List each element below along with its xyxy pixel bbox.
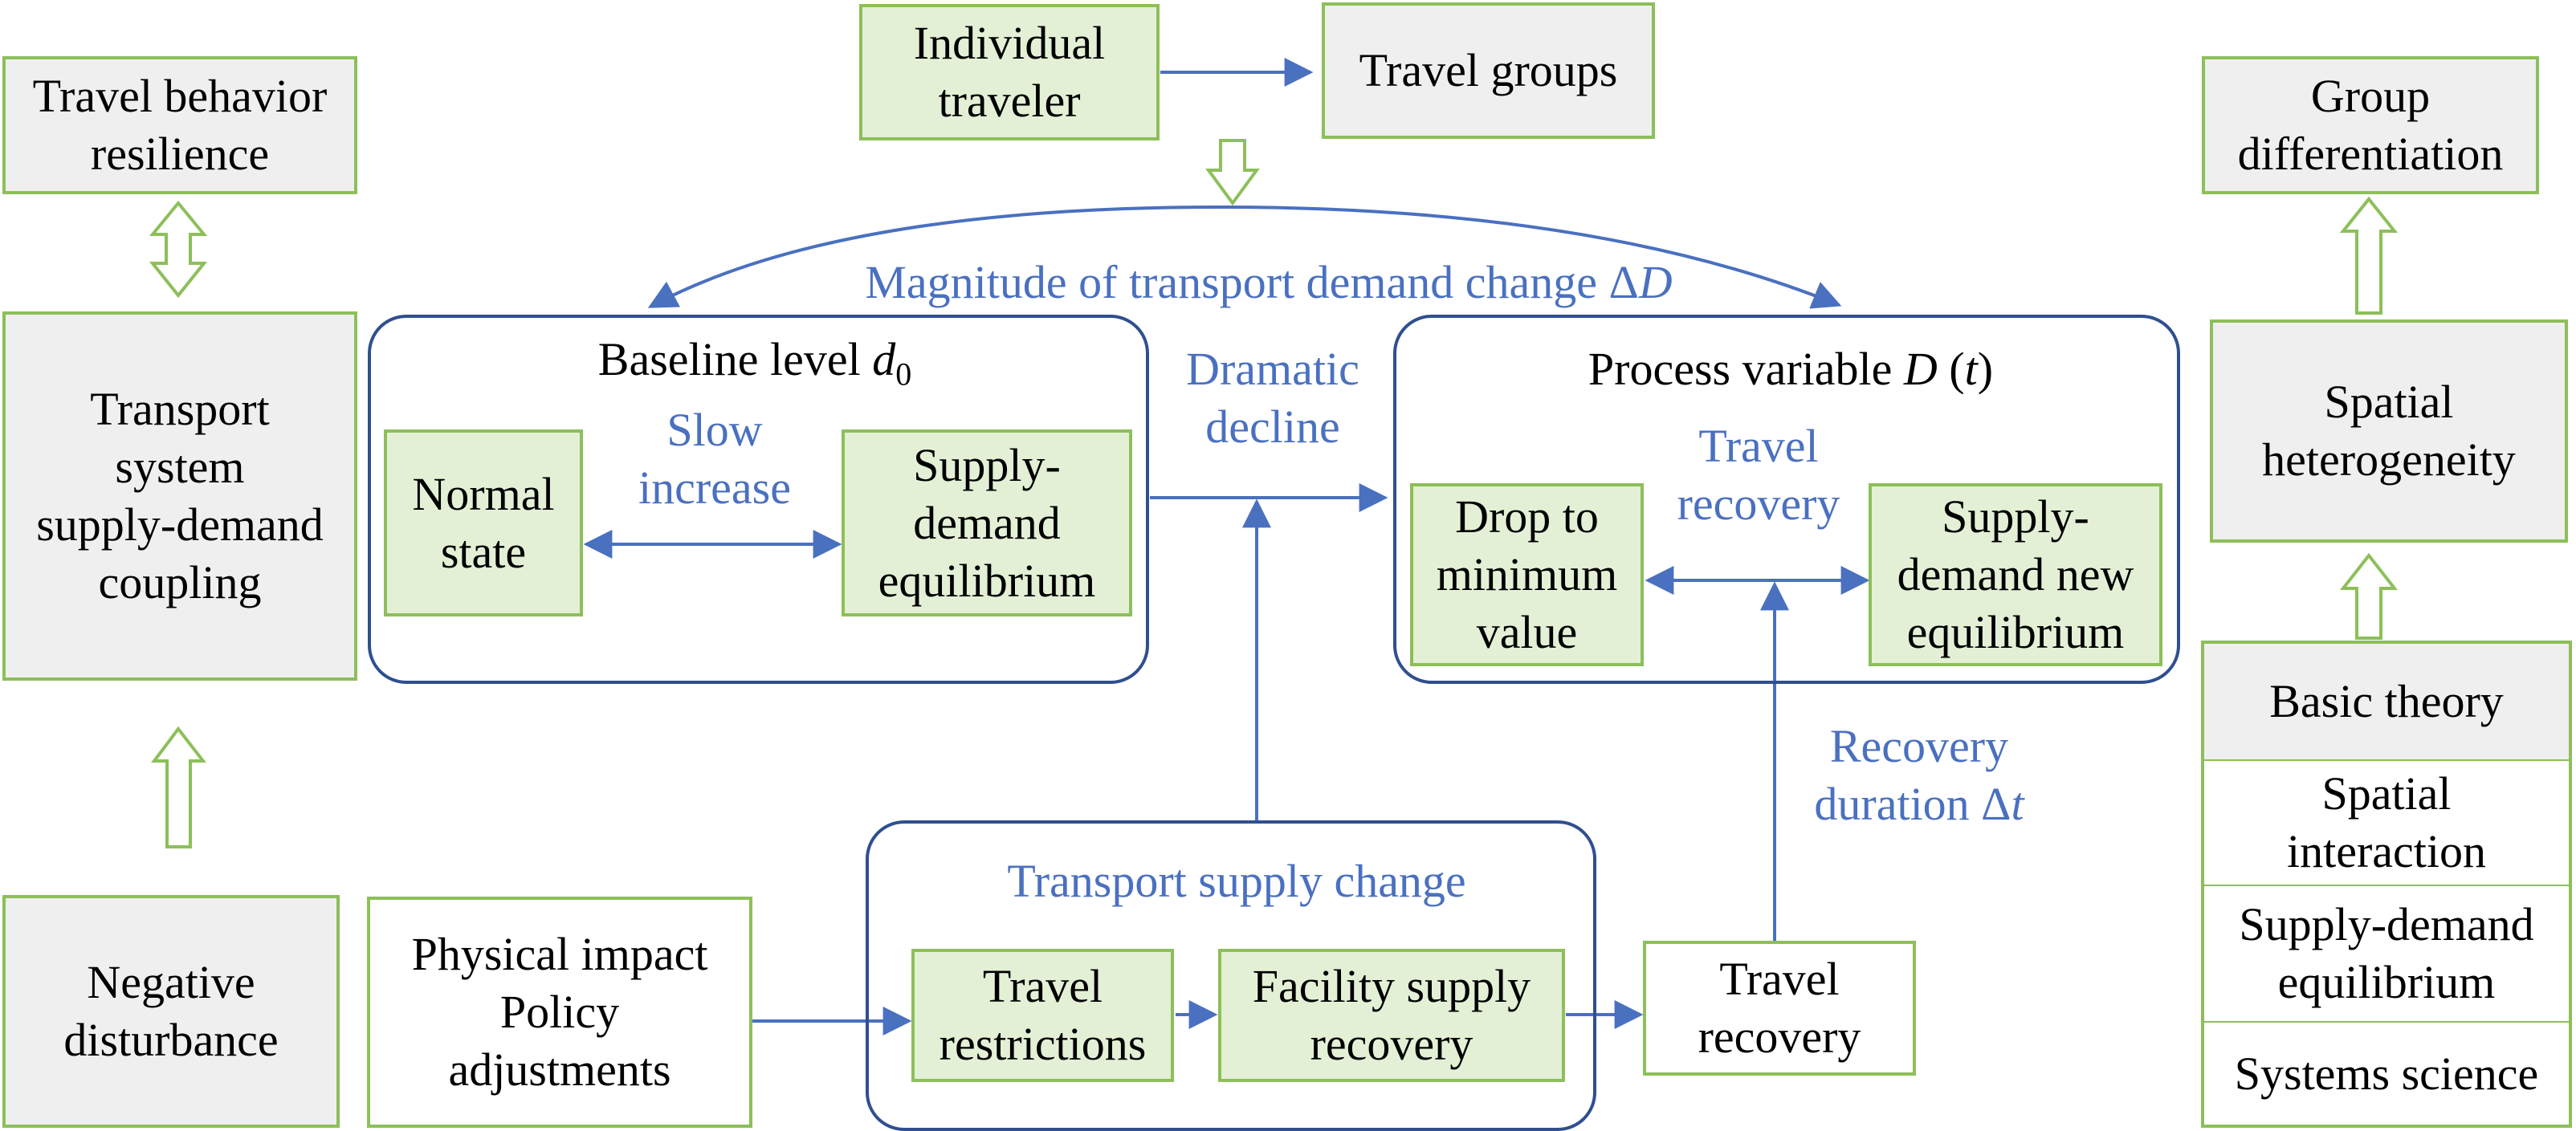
- normal-state-text: Normal state: [412, 467, 555, 578]
- hollow-arrow-up-left: [151, 726, 207, 848]
- basic-theory-text: Basic theory: [2269, 675, 2504, 727]
- theory-supply-demand-text: Supply-demand equilibrium: [2239, 898, 2534, 1008]
- transport-system-coupling-text: Transport system supply-demand coupling: [36, 383, 324, 608]
- magnitude-label-var: D: [1638, 256, 1673, 308]
- travel-restrictions-box: Travel restrictions: [911, 949, 1174, 1082]
- travel-recovery-box: Travel recovery: [1643, 941, 1916, 1076]
- process-title-text: Process variable: [1588, 343, 1904, 395]
- transport-supply-change-label: Transport supply change: [931, 852, 1542, 910]
- travel-groups-text: Travel groups: [1359, 44, 1618, 96]
- travel-recovery-arrow-text: Travel recovery: [1677, 420, 1840, 530]
- spatial-interaction-box: Spatial interaction: [2201, 761, 2572, 888]
- facility-supply-recovery-box: Facility supply recovery: [1218, 949, 1565, 1082]
- basic-theory-box: Basic theory: [2201, 641, 2572, 763]
- magnitude-label: Magnitude of transport demand change ΔD: [727, 254, 1811, 311]
- supply-demand-equilibrium-text: Supply- demand equilibrium: [878, 438, 1096, 607]
- process-title-var: D: [1903, 343, 1938, 395]
- supply-demand-equilibrium-box: Supply- demand equilibrium: [842, 429, 1132, 616]
- hollow-arrow-double: [149, 200, 208, 299]
- transport-system-coupling-box: Transport system supply-demand coupling: [2, 311, 357, 681]
- process-title: Process variable D (t): [1494, 340, 2088, 398]
- hollow-arrow-down: [1205, 139, 1260, 206]
- baseline-title-var: d: [872, 333, 896, 385]
- process-title-close: ): [1977, 343, 1994, 395]
- travel-behavior-resilience-box: Travel behavior resilience: [2, 56, 357, 194]
- travel-groups-box: Travel groups: [1322, 2, 1655, 139]
- recovery-duration-label: Recovery duration Δt: [1787, 718, 2052, 833]
- individual-traveler-text: Individual traveler: [913, 17, 1106, 127]
- baseline-title-sub: 0: [895, 356, 912, 393]
- drop-to-minimum-text: Drop to minimum value: [1436, 490, 1618, 658]
- travel-recovery-arrow-label: Travel recovery: [1638, 417, 1879, 533]
- spatial-heterogeneity-box: Spatial heterogeneity: [2210, 319, 2568, 543]
- group-differentiation-text: Group differentiation: [2237, 70, 2504, 180]
- slow-increase-text: Slow increase: [638, 404, 791, 514]
- magnitude-label-text: Magnitude of transport demand change Δ: [865, 256, 1639, 308]
- spatial-interaction-text: Spatial interaction: [2286, 767, 2486, 877]
- process-title-t: t: [1964, 343, 1978, 395]
- spatial-heterogeneity-text: Spatial heterogeneity: [2262, 376, 2516, 486]
- dramatic-decline-text: Dramatic decline: [1186, 343, 1359, 453]
- travel-restrictions-text: Travel restrictions: [939, 960, 1147, 1070]
- travel-behavior-resilience-text: Travel behavior resilience: [32, 70, 328, 180]
- baseline-group: [368, 315, 1149, 684]
- recovery-duration-line1: Recovery: [1829, 720, 2009, 772]
- theory-supply-demand-box: Supply-demand equilibrium: [2201, 886, 2572, 1024]
- hollow-arrow-up-right-bottom: [2339, 552, 2399, 640]
- supply-demand-new-equilibrium-box: Supply- demand new equilibrium: [1869, 483, 2162, 666]
- supply-demand-new-equilibrium-text: Supply- demand new equilibrium: [1897, 490, 2134, 658]
- individual-traveler-box: Individual traveler: [859, 4, 1160, 140]
- travel-recovery-box-text: Travel recovery: [1698, 953, 1861, 1063]
- physical-impact-policy-box: Physical impact Policy adjustments: [367, 897, 752, 1128]
- drop-to-minimum-box: Drop to minimum value: [1410, 483, 1644, 666]
- transport-supply-group: [866, 820, 1596, 1131]
- slow-increase-label: Slow increase: [602, 401, 827, 517]
- negative-disturbance-box: Negative disturbance: [2, 895, 340, 1128]
- group-differentiation-box: Group differentiation: [2202, 56, 2539, 194]
- systems-science-box: Systems science: [2201, 1023, 2572, 1128]
- transport-supply-change-text: Transport supply change: [1007, 855, 1466, 907]
- baseline-title-text: Baseline level: [597, 333, 873, 385]
- recovery-duration-prefix: duration Δ: [1814, 778, 2011, 830]
- physical-impact-policy-text: Physical impact Policy adjustments: [411, 928, 708, 1096]
- baseline-title: Baseline level d0: [482, 331, 1028, 404]
- normal-state-box: Normal state: [384, 429, 583, 616]
- hollow-arrow-up-right-top: [2339, 196, 2399, 315]
- negative-disturbance-text: Negative disturbance: [63, 956, 279, 1066]
- systems-science-text: Systems science: [2234, 1047, 2539, 1100]
- dramatic-decline-label: Dramatic decline: [1148, 340, 1397, 456]
- recovery-duration-var: t: [2011, 778, 2024, 830]
- facility-supply-recovery-text: Facility supply recovery: [1252, 960, 1531, 1070]
- process-title-open: (: [1937, 343, 1965, 395]
- process-group: [1393, 315, 2180, 684]
- arrow-magnitude-curve: [647, 205, 1842, 309]
